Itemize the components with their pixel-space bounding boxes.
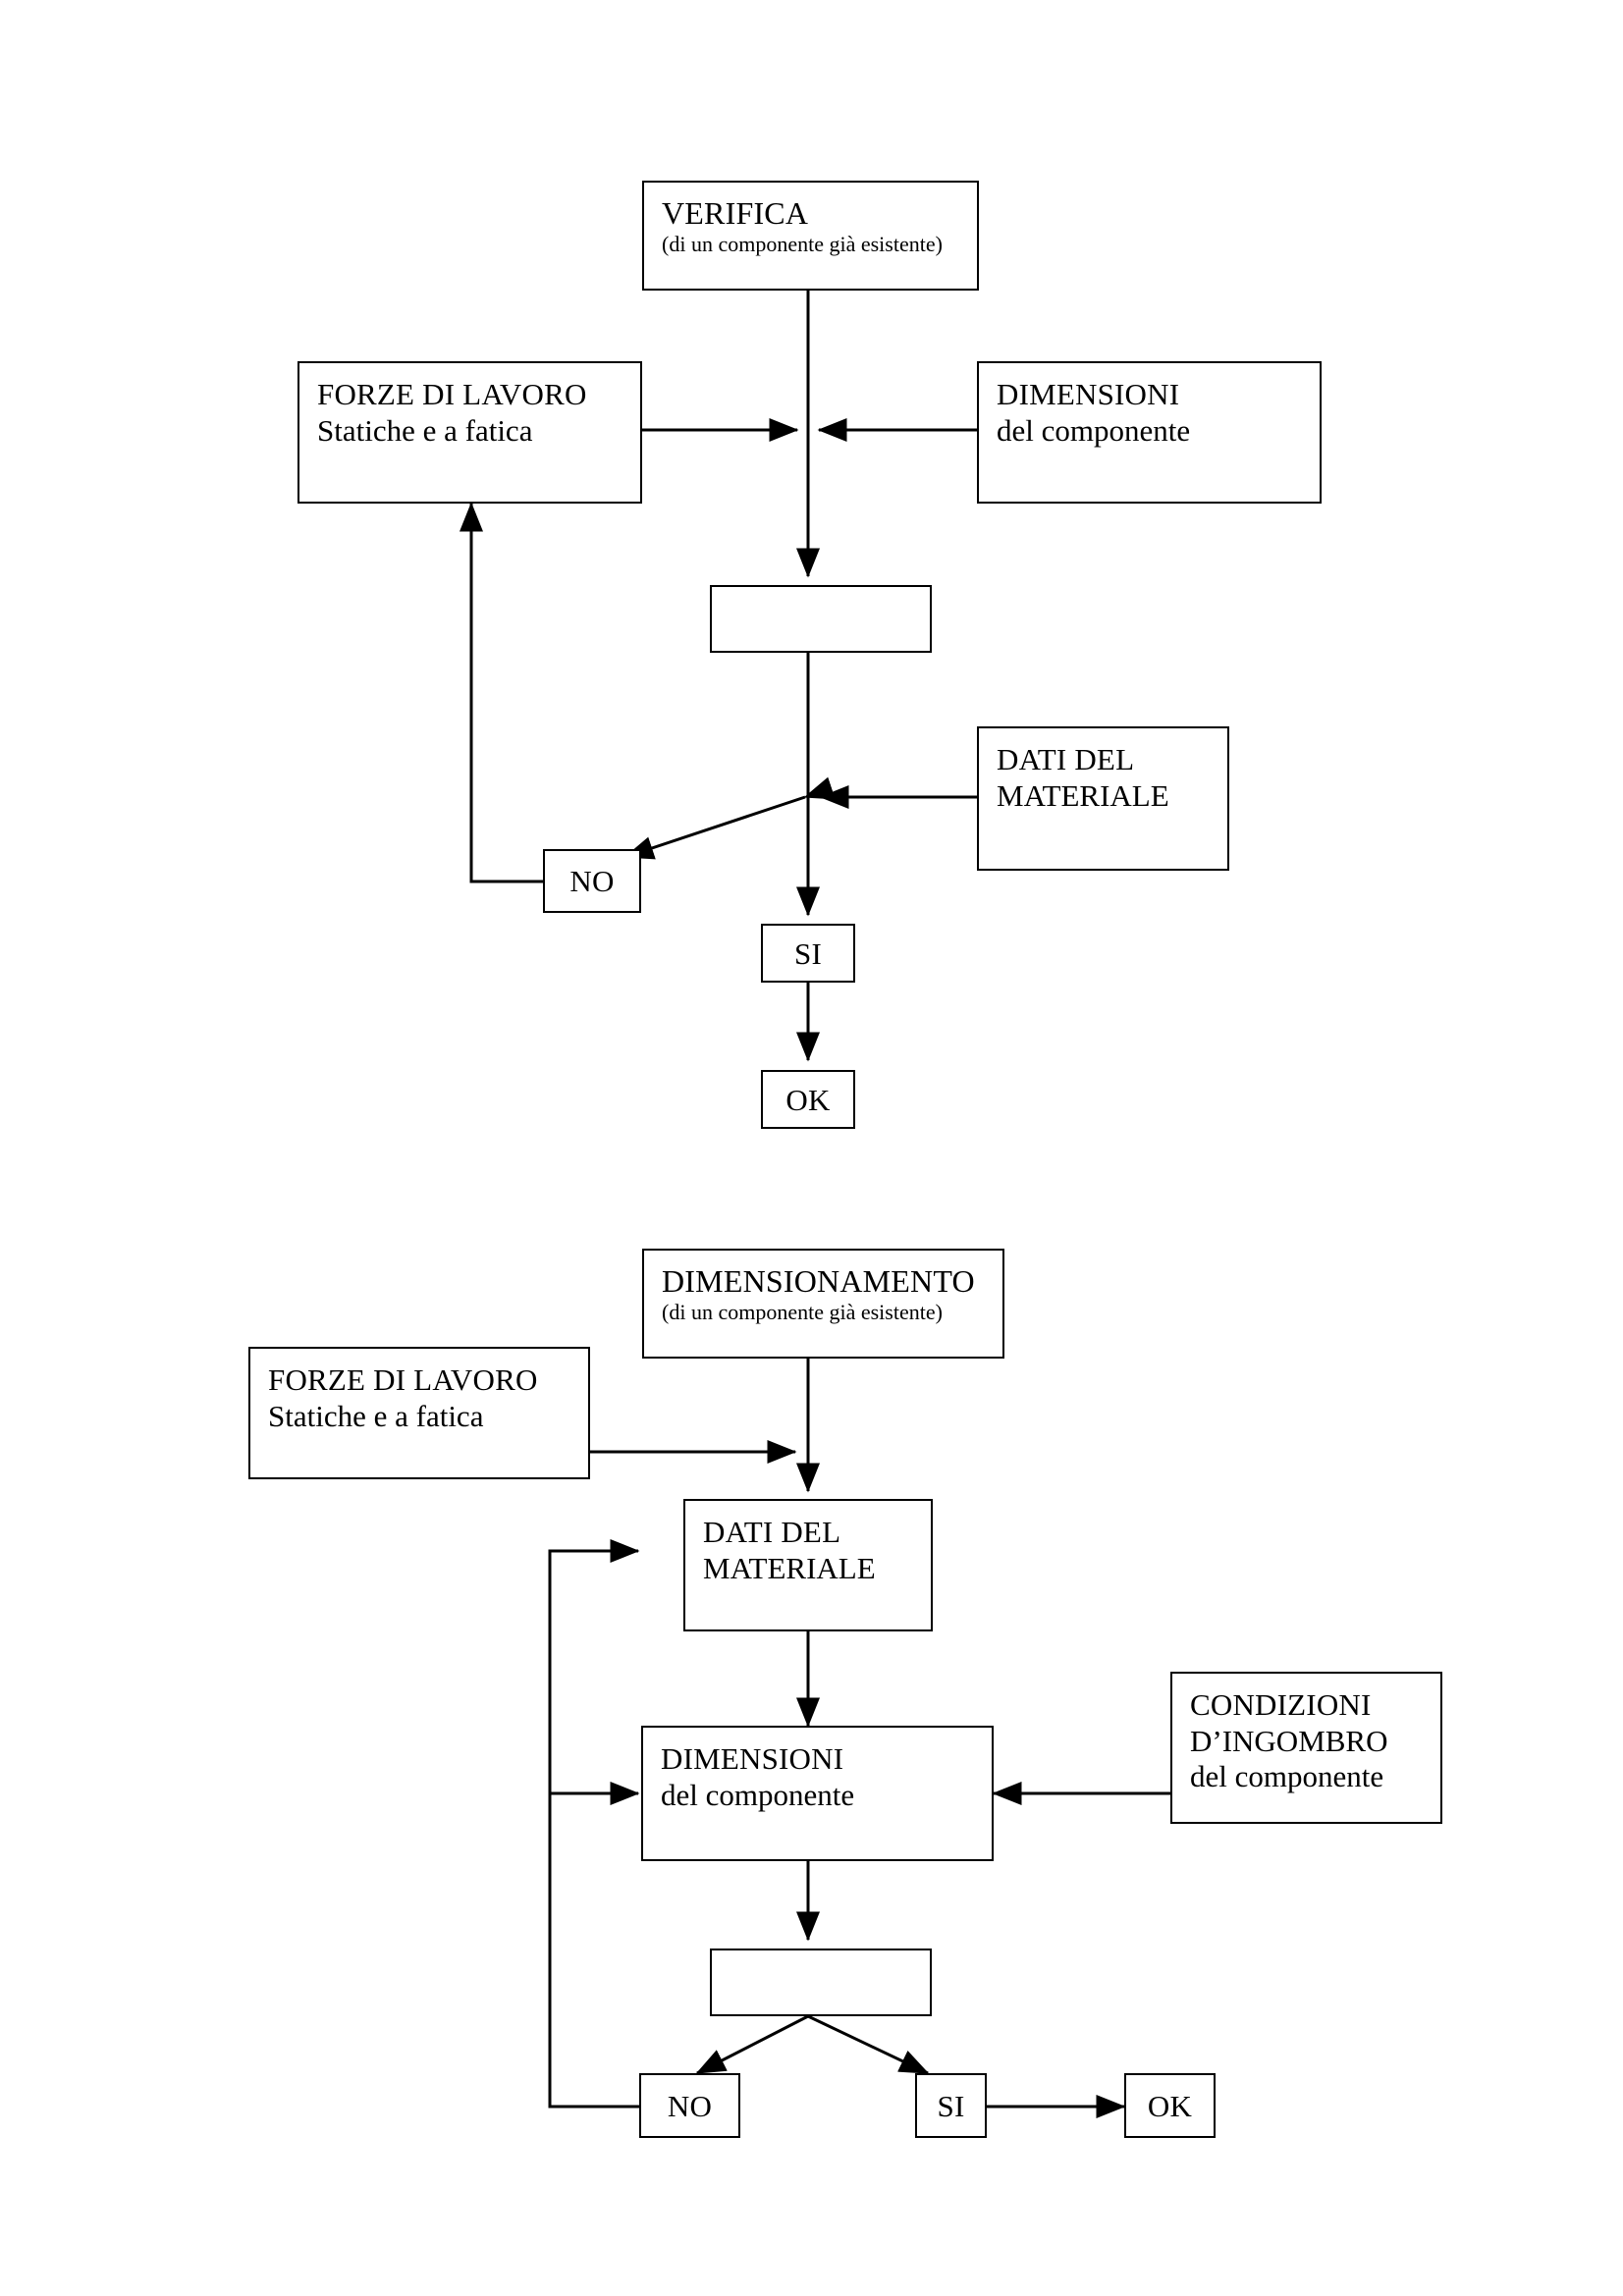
node-no-verifica[interactable]: NO [543, 849, 641, 913]
node-label-line1: FORZE DI LAVORO [317, 377, 587, 411]
node-si-verifica[interactable]: SI [761, 924, 855, 983]
node-label-line1: NO [667, 2088, 713, 2123]
node-dati-del-materiale-dimensionamento[interactable]: DATI DEL MATERIALE [683, 1499, 933, 1631]
node-label-line1: DATI DEL [703, 1515, 841, 1549]
node-dimensioni-dimensionamento[interactable]: DIMENSIONI del componente [641, 1726, 994, 1861]
node-label-line1: DATI DEL [997, 742, 1135, 776]
node-label-line1: DIMENSIONI [661, 1741, 844, 1776]
node-si-dimensionamento[interactable]: SI [915, 2073, 987, 2138]
node-no-dimensionamento[interactable]: NO [639, 2073, 740, 2138]
node-label-line2: Statiche e a fatica [317, 412, 533, 448]
node-label-line1: SI [937, 2088, 965, 2123]
node-label-line2: (di un componente già esistente) [662, 232, 943, 257]
node-forze-di-lavoro-dimensionamento[interactable]: FORZE DI LAVORO Statiche e a fatica [248, 1347, 590, 1479]
node-label-line2: del componente [997, 412, 1191, 448]
node-label-line2: (di un componente già esistente) [662, 1300, 943, 1325]
node-forze-di-lavoro-verifica[interactable]: FORZE DI LAVORO Statiche e a fatica [298, 361, 642, 504]
node-condizioni-ingombro[interactable]: CONDIZIONI D’INGOMBRO del componente [1170, 1672, 1442, 1824]
node-dimensioni-verifica[interactable]: DIMENSIONI del componente [977, 361, 1322, 504]
node-label-line3: del componente [1190, 1759, 1384, 1794]
node-label-line1: VERIFICA [662, 195, 809, 231]
node-label-line2: del componente [661, 1777, 855, 1812]
node-verifica-title[interactable]: VERIFICA (di un componente già esistente… [642, 181, 979, 291]
node-process-verifica[interactable] [710, 585, 932, 653]
node-label-line1: SI [794, 935, 822, 971]
node-label-line1: DIMENSIONAMENTO [662, 1263, 975, 1299]
node-process-dimensionamento[interactable] [710, 1949, 932, 2016]
node-label-line1: NO [569, 864, 615, 898]
node-ok-verifica[interactable]: OK [761, 1070, 855, 1129]
node-label-line1: OK [1147, 2088, 1193, 2123]
node-label-line1: OK [785, 1082, 831, 1117]
node-ok-dimensionamento[interactable]: OK [1124, 2073, 1216, 2138]
node-label-line1: FORZE DI LAVORO [268, 1362, 538, 1397]
node-dati-del-materiale-verifica[interactable]: DATI DEL MATERIALE [977, 726, 1229, 871]
node-label-line1: CONDIZIONI [1190, 1687, 1372, 1722]
node-label-line2: MATERIALE [703, 1550, 876, 1585]
node-label-line2: MATERIALE [997, 777, 1169, 813]
node-label-line2: D’INGOMBRO [1190, 1723, 1388, 1758]
node-dimensionamento-title[interactable]: DIMENSIONAMENTO (di un componente già es… [642, 1249, 1004, 1359]
node-label-line1: DIMENSIONI [997, 377, 1180, 411]
node-label-line2: Statiche e a fatica [268, 1398, 484, 1433]
